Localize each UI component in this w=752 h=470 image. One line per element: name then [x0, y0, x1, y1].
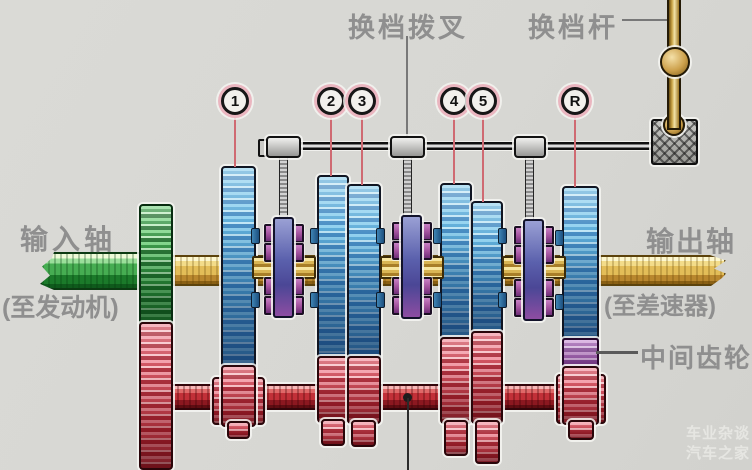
counter-gear-5 [471, 331, 503, 424]
shift-fork-block [514, 136, 546, 158]
gear-4 [440, 183, 472, 343]
shift-fork-label: 换档拨叉 [348, 13, 468, 43]
badge-stem-1 [234, 114, 236, 167]
gear-badge-2: 2 [317, 87, 345, 115]
watermark-line2: 汽车之家 [686, 445, 751, 462]
dog-tooth [433, 228, 442, 244]
dog-tooth [433, 292, 442, 308]
badge-stem-3 [361, 114, 363, 185]
countershaft-pointer-dot [403, 393, 412, 402]
dog-tooth [498, 228, 507, 244]
badge-stem-4 [453, 114, 455, 184]
shift-fork-block [390, 136, 425, 158]
gear-badge-4: 4 [440, 87, 468, 115]
input-shaft-label: 输入轴 [20, 224, 117, 255]
badge-stem-r [574, 114, 576, 187]
shift-lever-pointer-line [622, 19, 668, 21]
dog-tooth [376, 228, 385, 244]
counter-gear-4-ext [444, 420, 468, 456]
synchro-sleeve-3-4 [401, 215, 422, 319]
input-gear [139, 204, 173, 328]
counter-gear-4 [440, 337, 472, 424]
counter-gear-3 [347, 356, 381, 424]
dog-tooth [498, 292, 507, 308]
output-shaft-note: (至差速器) [604, 293, 716, 320]
input-shaft-note: (至发动机) [2, 294, 119, 322]
gear-badge-r-label: R [569, 92, 581, 110]
gear-1 [221, 166, 256, 371]
gear-2 [317, 175, 349, 362]
counter-gear-1 [221, 365, 256, 427]
shift-fork-rod [279, 152, 288, 222]
dog-tooth [310, 292, 319, 308]
intermediate-gear [562, 338, 599, 371]
dog-tooth [376, 292, 385, 308]
gear-badge-r: R [561, 87, 589, 115]
shift-fork-rod [525, 152, 534, 224]
shift-fork-pointer-line [406, 36, 408, 142]
intermediate-gear-pointer-line [596, 351, 638, 354]
dog-tooth [555, 230, 564, 246]
gear-badge-5: 5 [469, 87, 497, 115]
counter-gear-reverse [562, 366, 599, 425]
dog-tooth [310, 228, 319, 244]
counter-gear-5-ext [475, 420, 500, 464]
counter-gear-2-ext [321, 419, 345, 446]
counter-drive-gear [139, 322, 173, 470]
gear-badge-1: 1 [221, 87, 249, 115]
dog-tooth [251, 292, 260, 308]
counter-gear-2 [317, 356, 349, 423]
counter-gear-3-ext [351, 420, 376, 447]
lever-pivot-ball-upper [660, 47, 690, 77]
counter-gear-reverse-ext [568, 420, 594, 440]
counter-gear-1-ext [227, 421, 250, 439]
gear-badge-3-label: 3 [357, 92, 367, 110]
gear-badge-2-label: 2 [326, 92, 336, 110]
badge-stem-2 [330, 114, 332, 176]
shift-fork-block [266, 136, 301, 158]
gear-5 [471, 201, 503, 337]
shift-rail [266, 142, 656, 150]
shift-fork-rod [403, 152, 412, 220]
gear-3 [347, 184, 381, 361]
dog-tooth [555, 294, 564, 310]
gear-reverse [562, 186, 599, 343]
watermark-line1: 车业杂谈 [686, 425, 751, 442]
intermediate-gear-label: 中间齿轮 [640, 343, 752, 373]
countershaft-pointer-line [407, 398, 409, 470]
badge-stem-5 [482, 114, 484, 202]
synchro-sleeve-1-2 [273, 217, 294, 318]
gear-badge-1-label: 1 [230, 92, 240, 110]
gear-badge-4-label: 4 [449, 92, 459, 110]
dog-tooth [251, 228, 260, 244]
output-shaft-label: 输出轴 [646, 226, 737, 257]
gear-badge-5-label: 5 [478, 92, 488, 110]
synchro-sleeve-5-r [523, 219, 544, 321]
shift-lever-label: 换档杆 [528, 13, 618, 43]
gear-badge-3: 3 [348, 87, 376, 115]
